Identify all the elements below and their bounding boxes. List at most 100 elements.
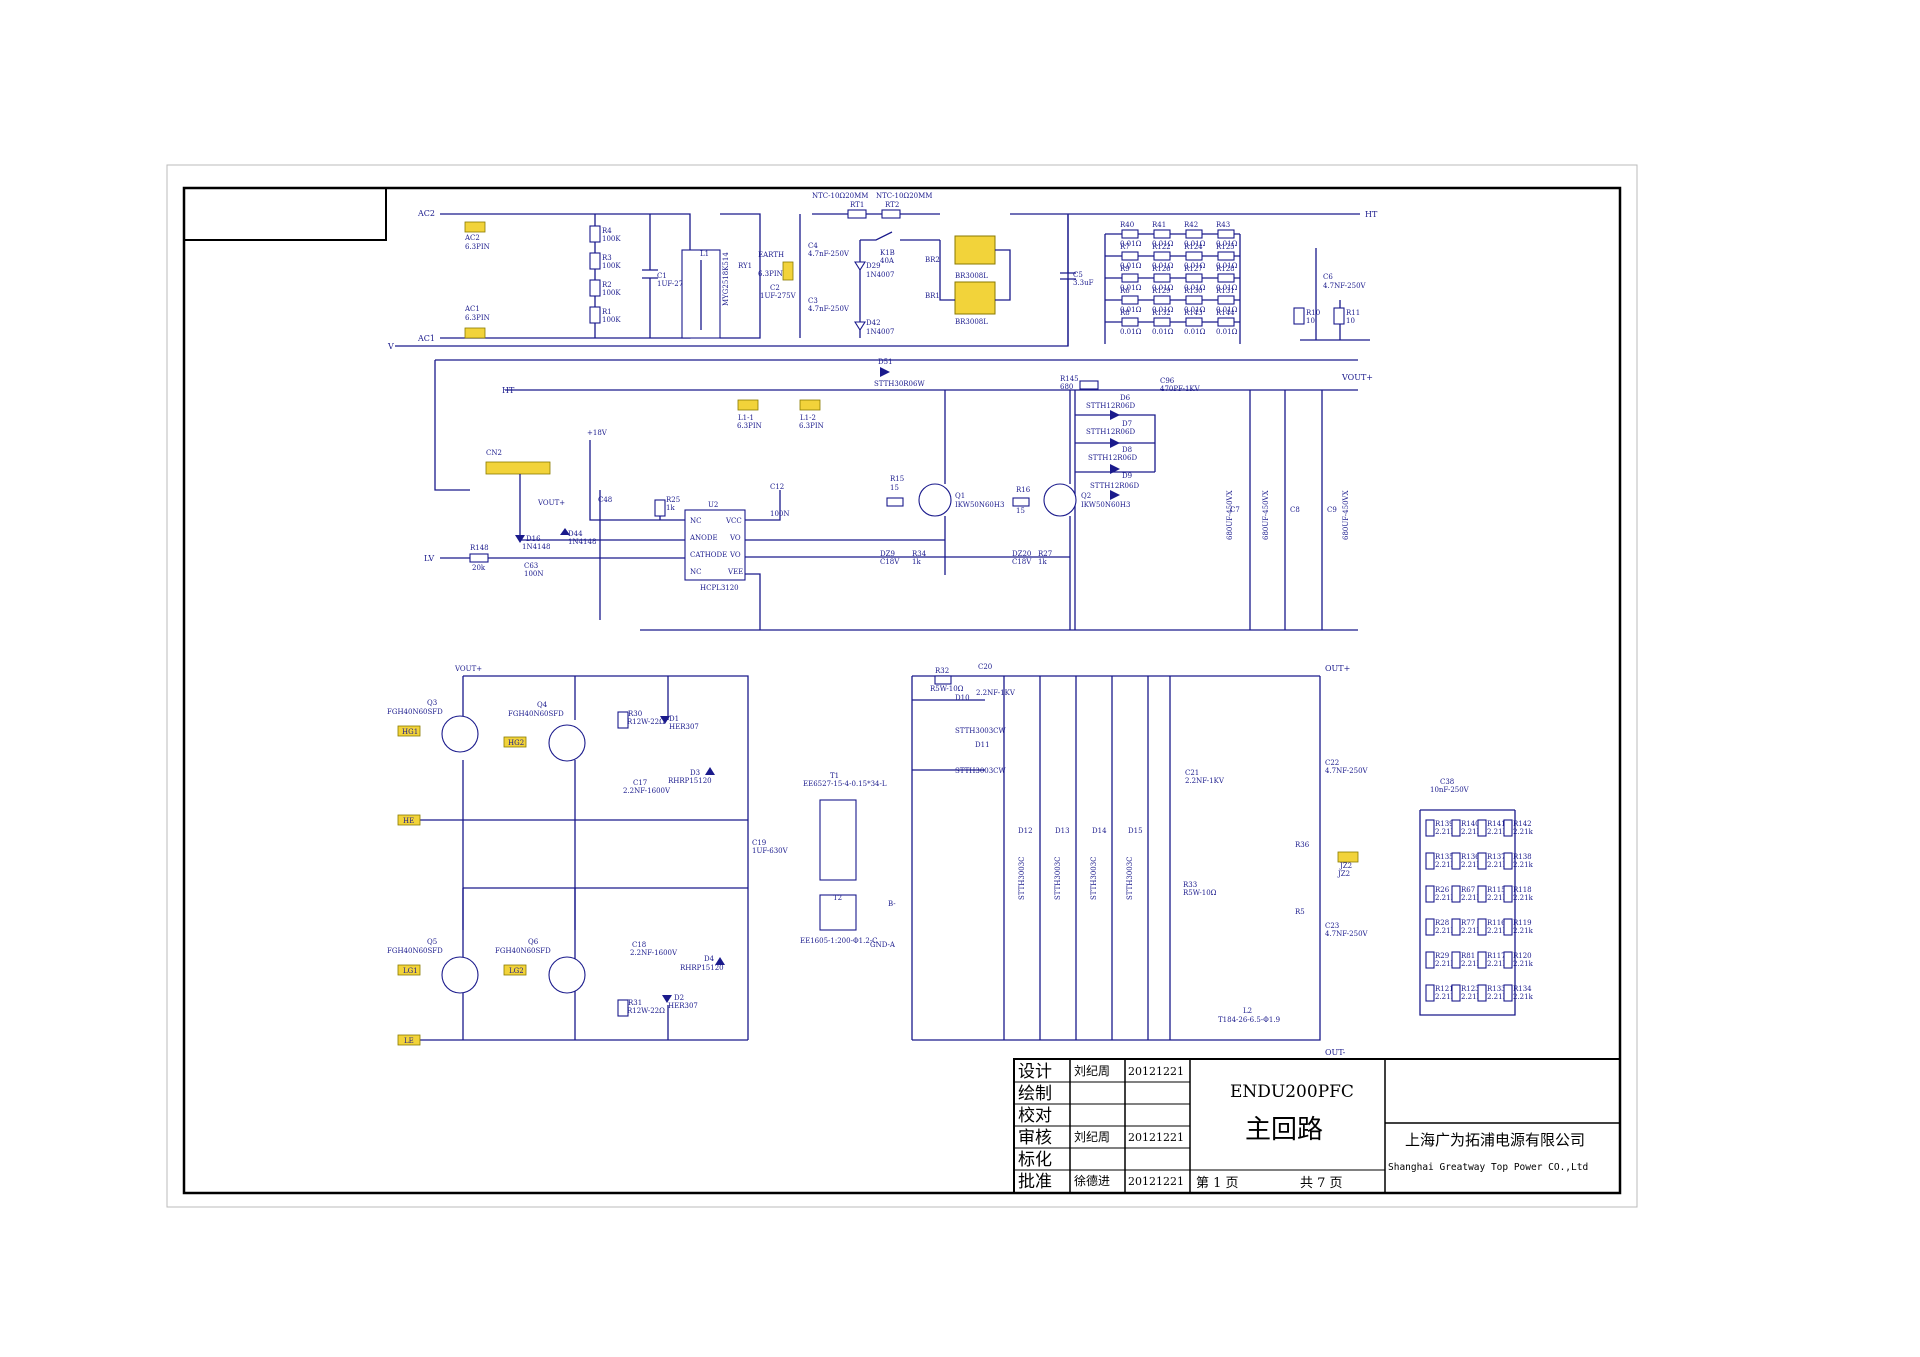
load-resistor bbox=[1451, 984, 1461, 1002]
b-minus-port: B- bbox=[888, 900, 896, 908]
page-total: 共 7 页 bbox=[1300, 1176, 1343, 1191]
load-resistor bbox=[1425, 951, 1435, 969]
c22-value: 4.7NF-250V bbox=[1325, 767, 1369, 775]
ac2-connector bbox=[464, 221, 486, 233]
r27-label: R27 bbox=[1038, 550, 1052, 558]
driver-u2 bbox=[684, 509, 746, 581]
resistor-r145 bbox=[1079, 380, 1099, 390]
d12-label: D12 bbox=[1018, 827, 1033, 835]
load-ref: R135 bbox=[1435, 853, 1454, 861]
shunt-resistor bbox=[1153, 295, 1171, 305]
load-resistor bbox=[1425, 819, 1435, 837]
u2-pin8: VCC bbox=[725, 517, 742, 525]
ntc-rt2 bbox=[881, 209, 901, 219]
diode-d9 bbox=[1110, 490, 1120, 500]
c96-label: C96 bbox=[1160, 377, 1175, 385]
load-value: 2.21k bbox=[1461, 927, 1482, 935]
shunt-value: 0.01Ω bbox=[1184, 328, 1206, 336]
diode-d2 bbox=[662, 995, 672, 1003]
shunt-ref: R43 bbox=[1216, 221, 1230, 229]
out-minus-port: OUT- bbox=[1325, 1048, 1346, 1057]
top-left-box bbox=[183, 187, 387, 241]
load-resistor bbox=[1503, 819, 1513, 837]
c8-label: C8 bbox=[1290, 506, 1300, 514]
resistor-r30 bbox=[617, 711, 629, 729]
d16-value: 1N4148 bbox=[522, 543, 550, 551]
d14-value: STTH3003C bbox=[1090, 856, 1098, 900]
igbt-q2 bbox=[1043, 483, 1077, 517]
load-resistor bbox=[1451, 852, 1461, 870]
l2-label: L2 bbox=[1243, 1007, 1252, 1015]
lv-port: LV bbox=[424, 554, 434, 563]
c21-label: C21 bbox=[1185, 769, 1199, 777]
v-port: V bbox=[387, 342, 394, 351]
load-resistor-grid: R1392.21kR1402.21kR1412.21kR1422.21kR135… bbox=[1419, 809, 1534, 1016]
p18v-port: +18V bbox=[587, 429, 608, 437]
ac1-conn-label: AC1 bbox=[464, 305, 480, 313]
earth-pin-label: 6.3PIN bbox=[758, 270, 783, 278]
title-role: 审核 bbox=[1018, 1128, 1052, 1148]
q2-label: Q2 bbox=[1081, 492, 1091, 500]
dz9-label: DZ9 bbox=[880, 550, 895, 558]
r11-value: 10 bbox=[1346, 317, 1355, 325]
c19-label: C19 bbox=[752, 839, 766, 847]
d6-label: D6 bbox=[1120, 394, 1131, 402]
sheet-title: 主回路 bbox=[1245, 1115, 1323, 1145]
shunt-ref: R42 bbox=[1184, 221, 1198, 229]
load-ref: R29 bbox=[1435, 952, 1449, 960]
u2-pin4: NC bbox=[690, 568, 701, 576]
q4-label: Q4 bbox=[537, 701, 548, 709]
r16-value: 15 bbox=[1016, 507, 1025, 515]
load-ref: R28 bbox=[1435, 919, 1449, 927]
r32-value: R5W-10Ω bbox=[930, 685, 964, 693]
r1-value: 100K bbox=[602, 316, 621, 324]
earth-label: EARTH bbox=[758, 251, 784, 259]
input-section: AC2 AC1 V AC2 6.3PIN AC1 6.3PIN R4 100K … bbox=[387, 192, 1378, 351]
dz9-value: C18V bbox=[880, 558, 900, 566]
diode-d6 bbox=[1110, 410, 1120, 420]
d8-label: D8 bbox=[1122, 446, 1132, 454]
load-resistor bbox=[1451, 918, 1461, 936]
load-value: 2.21k bbox=[1513, 894, 1534, 902]
bridge-br2 bbox=[954, 235, 996, 265]
load-value: 2.21k bbox=[1487, 828, 1508, 836]
shunt-value: 0.01Ω bbox=[1184, 240, 1206, 248]
c63-label: C63 bbox=[524, 562, 538, 570]
ac2-port: AC2 bbox=[417, 209, 435, 218]
load-value: 2.21k bbox=[1513, 960, 1534, 968]
load-value: 2.21k bbox=[1435, 894, 1456, 902]
title-date: 20121221 bbox=[1128, 1065, 1184, 1078]
l2-value: T184-26-6.5-Φ1.9 bbox=[1218, 1016, 1280, 1024]
shunt-resistor bbox=[1185, 317, 1203, 327]
d11-value: STTH3003CW bbox=[955, 767, 1007, 775]
title-role: 设计 bbox=[1018, 1062, 1052, 1082]
resistor-r31 bbox=[617, 999, 629, 1017]
u2-value: HCPL3120 bbox=[700, 584, 739, 592]
transformer-t1 bbox=[819, 799, 857, 881]
c17-label: C17 bbox=[633, 779, 647, 787]
q4-value: FGH40N60SFD bbox=[508, 710, 564, 718]
c20-value: 2.2NF-1KV bbox=[976, 689, 1016, 697]
u2-pin1: NC bbox=[690, 517, 701, 525]
load-value: 2.21k bbox=[1461, 894, 1482, 902]
load-value: 2.21k bbox=[1461, 861, 1482, 869]
c5-label: C5 bbox=[1073, 271, 1083, 279]
resistor-r148 bbox=[469, 553, 489, 563]
resistor-r32 bbox=[934, 675, 952, 685]
t2-label: T2 bbox=[833, 894, 842, 902]
rt2-type: NTC-10Ω20MM bbox=[876, 192, 932, 200]
dz20-label: DZ20 bbox=[1012, 550, 1031, 558]
diode-d8 bbox=[1110, 464, 1120, 474]
he-label: HE bbox=[403, 817, 414, 825]
r33-value: R5W-10Ω bbox=[1183, 889, 1217, 897]
c18-label: C18 bbox=[632, 941, 646, 949]
load-value: 2.21k bbox=[1435, 993, 1456, 1001]
c7-label: C7 bbox=[1230, 506, 1240, 514]
r25-label: R25 bbox=[666, 496, 680, 504]
br2-label: BR2 bbox=[925, 256, 940, 264]
c20-label: C20 bbox=[978, 663, 992, 671]
shunt-value: 0.01Ω bbox=[1120, 306, 1142, 314]
d44-label: D44 bbox=[568, 530, 583, 538]
ry1-label: RY1 bbox=[738, 262, 752, 270]
